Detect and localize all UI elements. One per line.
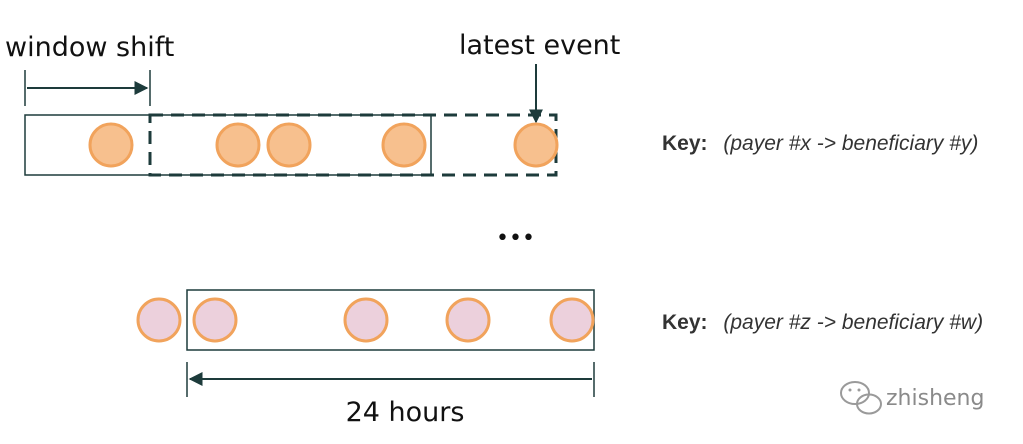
latest-event-circle [513, 122, 559, 168]
watermark-text: zhisheng [886, 386, 984, 411]
event-circle [88, 122, 134, 168]
event-row-2 [136, 297, 595, 343]
duration-label: 24 hours [346, 397, 465, 428]
event-circle [381, 122, 427, 168]
event-row-1 [88, 122, 559, 168]
key-row-1: Key: (payer #x -> beneficiary #y) [662, 132, 978, 155]
event-circle [343, 297, 389, 343]
key-text: (payer #z -> beneficiary #w) [723, 311, 983, 334]
previous-window [24, 114, 432, 176]
event-circle [266, 122, 312, 168]
key-text: (payer #x -> beneficiary #y) [723, 132, 978, 155]
event-circle [445, 297, 491, 343]
ellipsis: ••• [496, 226, 535, 251]
watermark: zhisheng [840, 381, 984, 415]
event-circle [549, 297, 595, 343]
event-circle [215, 122, 261, 168]
time-window [186, 289, 595, 351]
shifted-window [148, 113, 558, 177]
key-row-2: Key: (payer #z -> beneficiary #w) [662, 311, 983, 334]
latest-event-label: latest event [459, 30, 620, 61]
key-prefix: Key: [662, 132, 708, 155]
window-shift-label: window shift [5, 32, 174, 63]
key-prefix: Key: [662, 311, 708, 334]
event-circle [136, 297, 182, 343]
event-circle [192, 297, 238, 343]
wechat-icon [840, 381, 882, 415]
